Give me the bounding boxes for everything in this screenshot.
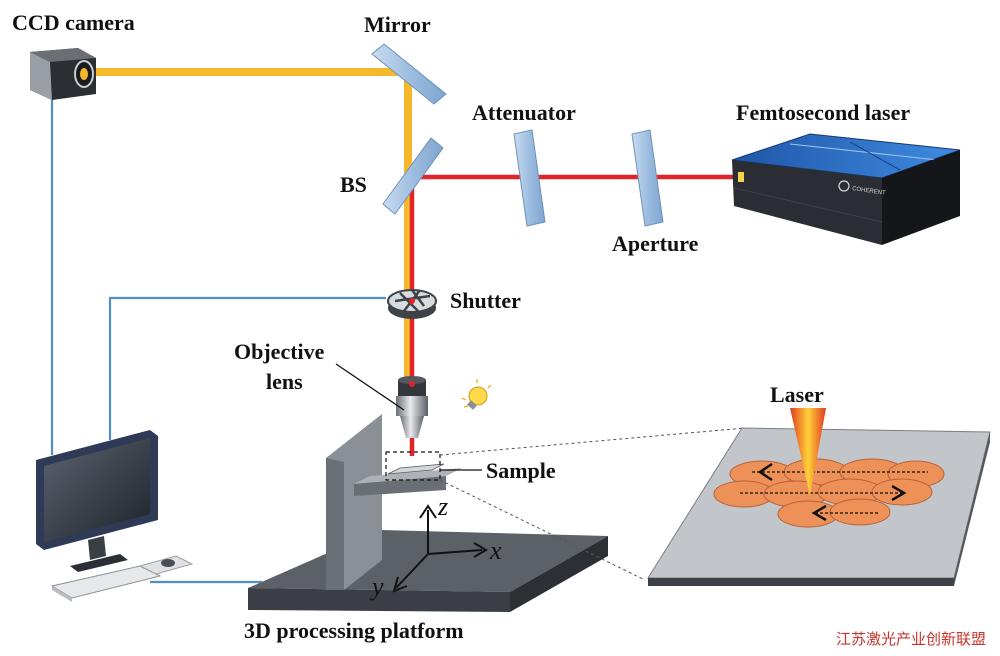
laser-label: Laser — [770, 382, 824, 407]
cables — [50, 98, 386, 584]
laser-brand-text: COHERENT — [852, 186, 887, 197]
sample-marker-box — [385, 451, 441, 481]
femtosecond-laser-icon: COHERENT — [731, 133, 961, 245]
scan-arrows — [757, 462, 907, 522]
red-beam — [409, 174, 740, 456]
shutter-icon — [387, 289, 437, 319]
shutter-label: Shutter — [450, 288, 521, 313]
laser-spots — [713, 458, 945, 528]
mirror-label: Mirror — [364, 12, 431, 37]
mirror-icon — [371, 43, 447, 105]
sample-label: Sample — [486, 458, 556, 483]
shutter-cable — [108, 296, 386, 440]
ccd-camera-icon — [30, 48, 96, 100]
ccd-camera-label: CCD camera — [12, 10, 135, 35]
bs-label: BS — [340, 172, 367, 197]
objective-label-line1: Objective — [234, 339, 325, 364]
femtosecond-laser-label: Femtosecond laser — [736, 100, 911, 125]
zoom-lines — [439, 427, 746, 581]
objective-lens-icon — [396, 376, 428, 438]
light-bulb-icon — [461, 379, 492, 410]
x-axis-label: x — [490, 536, 502, 565]
watermark-text: 江苏激光产业创新联盟 — [836, 630, 987, 648]
attenuator-icon — [513, 129, 546, 227]
yellow-beam — [92, 68, 412, 380]
y-axis-label: y — [372, 572, 384, 601]
objective-leader-line — [335, 363, 405, 411]
platform-label: 3D processing platform — [244, 618, 464, 643]
processing-platform-icon — [248, 414, 608, 612]
scan-path — [740, 471, 928, 514]
attenuator-label: Attenuator — [472, 100, 576, 125]
computer-icon — [36, 430, 194, 602]
laser-cone-icon — [790, 408, 826, 496]
z-axis-label: z — [438, 492, 449, 521]
beam-splitter-icon — [382, 137, 444, 215]
objective-label-line2: lens — [266, 369, 303, 394]
aperture-label: Aperture — [612, 231, 699, 256]
aperture-icon — [631, 129, 664, 227]
axes — [392, 504, 488, 593]
